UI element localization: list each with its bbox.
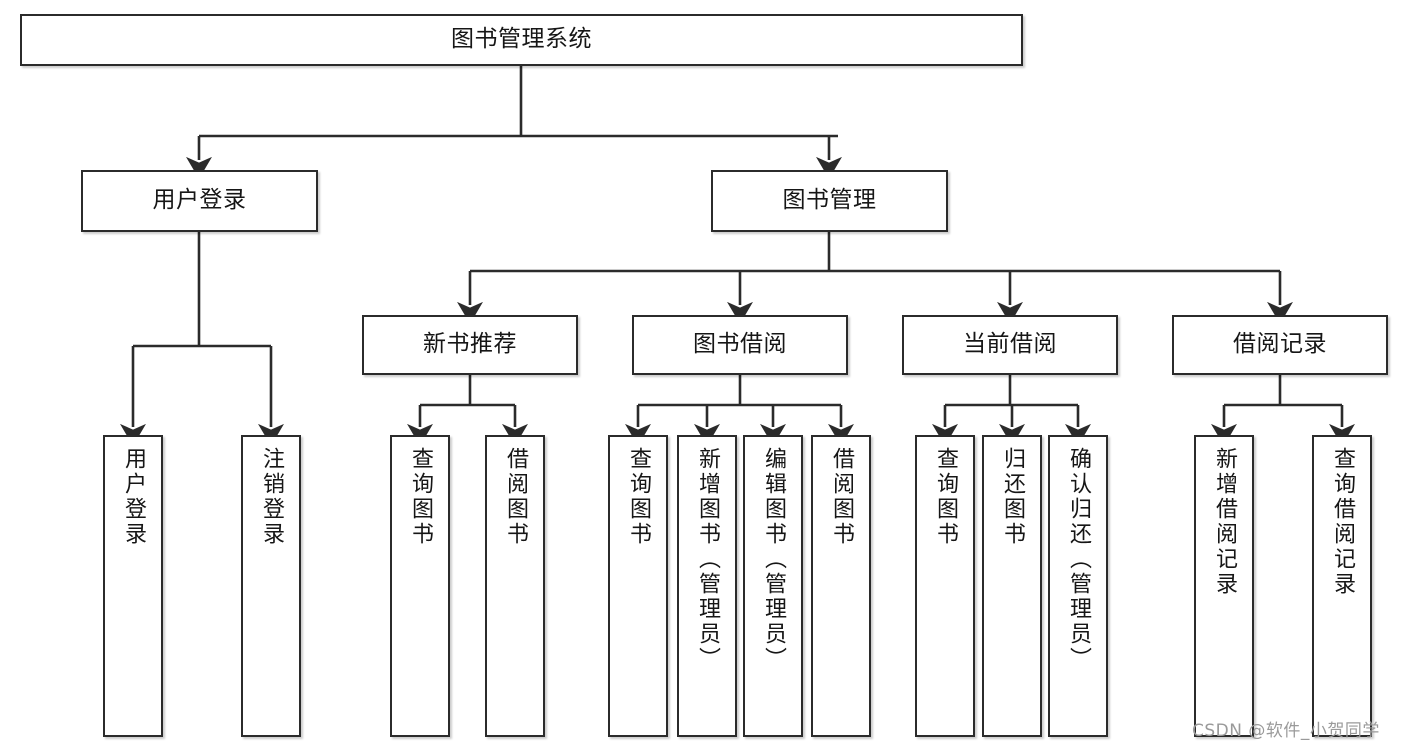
leaf-confirm-return[interactable]: 确认归还（管理员） bbox=[1048, 435, 1108, 737]
leaf-return-book-label: 归还图书 bbox=[1000, 447, 1025, 547]
leaf-query-book-current-label: 查询图书 bbox=[933, 447, 958, 547]
leaf-borrow-book-new[interactable]: 借阅图书 bbox=[485, 435, 545, 737]
leaf-return-book[interactable]: 归还图书 bbox=[982, 435, 1042, 737]
leaf-edit-book[interactable]: 编辑图书（管理员） bbox=[743, 435, 803, 737]
node-user-login-group[interactable]: 用户登录 bbox=[81, 170, 318, 232]
leaf-borrow-book-new-label: 借阅图书 bbox=[503, 447, 528, 547]
node-new-book-recommend-label: 新书推荐 bbox=[423, 331, 517, 358]
leaf-logout[interactable]: 注销登录 bbox=[241, 435, 301, 737]
node-current-borrow-label: 当前借阅 bbox=[963, 331, 1057, 358]
leaf-add-book[interactable]: 新增图书（管理员） bbox=[677, 435, 737, 737]
node-borrow-record-label: 借阅记录 bbox=[1233, 331, 1327, 358]
node-root[interactable]: 图书管理系统 bbox=[20, 14, 1023, 66]
node-book-borrow[interactable]: 图书借阅 bbox=[632, 315, 848, 375]
node-book-management-group[interactable]: 图书管理 bbox=[711, 170, 948, 232]
leaf-query-book-borrow[interactable]: 查询图书 bbox=[608, 435, 668, 737]
node-new-book-recommend[interactable]: 新书推荐 bbox=[362, 315, 578, 375]
node-root-label: 图书管理系统 bbox=[451, 26, 592, 53]
node-user-login-group-label: 用户登录 bbox=[152, 187, 247, 214]
leaf-user-login-label: 用户登录 bbox=[121, 447, 146, 547]
leaf-query-borrow-record[interactable]: 查询借阅记录 bbox=[1312, 435, 1372, 737]
leaf-add-borrow-record-label: 新增借阅记录 bbox=[1212, 447, 1237, 597]
leaf-confirm-return-label: 确认归还（管理员） bbox=[1066, 447, 1091, 672]
leaf-add-borrow-record[interactable]: 新增借阅记录 bbox=[1194, 435, 1254, 737]
leaf-borrow-book[interactable]: 借阅图书 bbox=[811, 435, 871, 737]
leaf-query-book-new[interactable]: 查询图书 bbox=[390, 435, 450, 737]
leaf-query-borrow-record-label: 查询借阅记录 bbox=[1330, 447, 1355, 597]
leaf-logout-label: 注销登录 bbox=[259, 447, 284, 547]
leaf-add-book-label: 新增图书（管理员） bbox=[695, 447, 720, 672]
leaf-edit-book-label: 编辑图书（管理员） bbox=[761, 447, 786, 672]
leaf-query-book-new-label: 查询图书 bbox=[408, 447, 433, 547]
node-book-borrow-label: 图书借阅 bbox=[693, 331, 787, 358]
node-borrow-record[interactable]: 借阅记录 bbox=[1172, 315, 1388, 375]
leaf-query-book-current[interactable]: 查询图书 bbox=[915, 435, 975, 737]
csdn-watermark: CSDN @软件_小贺同学 bbox=[1192, 721, 1380, 741]
leaf-user-login[interactable]: 用户登录 bbox=[103, 435, 163, 737]
leaf-query-book-borrow-label: 查询图书 bbox=[626, 447, 651, 547]
node-book-management-group-label: 图书管理 bbox=[782, 187, 877, 214]
leaf-borrow-book-label: 借阅图书 bbox=[829, 447, 854, 547]
node-current-borrow[interactable]: 当前借阅 bbox=[902, 315, 1118, 375]
